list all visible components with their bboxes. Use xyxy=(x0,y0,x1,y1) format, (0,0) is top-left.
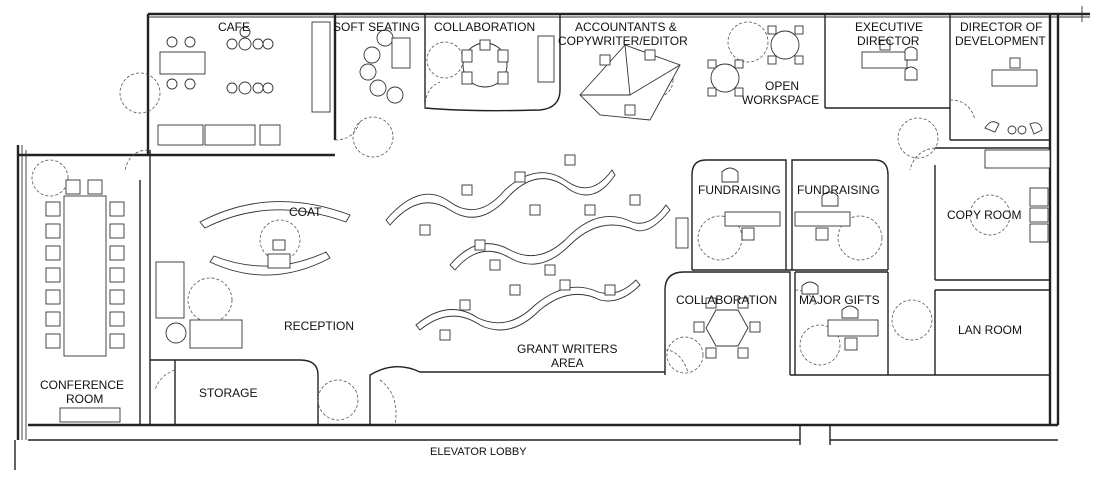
label-fundraising-2: FUNDRAISING xyxy=(797,183,880,197)
label-storage: STORAGE xyxy=(199,386,257,400)
label-executive-line1: EXECUTIVE xyxy=(855,20,923,34)
soft-seating-furniture xyxy=(359,29,411,104)
label-accountants-line2: COPYWRITER/EDITOR xyxy=(558,34,688,48)
label-grant-writers-line2: AREA xyxy=(551,356,584,370)
label-reception: RECEPTION xyxy=(284,319,354,333)
accountants-workstations xyxy=(579,44,681,121)
label-coat: COAT xyxy=(289,205,322,219)
open-workspace-furniture xyxy=(707,25,804,97)
label-open-workspace-line2: WORKSPACE xyxy=(742,93,819,107)
label-elevator-lobby: ELEVATOR LOBBY xyxy=(430,446,527,458)
grant-writers-workstations xyxy=(385,154,671,341)
fundraising-furniture xyxy=(675,167,851,249)
label-cafe: CAFE xyxy=(218,20,250,34)
executive-director-furniture xyxy=(861,39,918,81)
collaboration-top-furniture xyxy=(461,35,555,88)
collaboration-bottom-furniture xyxy=(693,297,761,359)
conference-room-furniture xyxy=(45,179,125,423)
label-conference-line1: CONFERENCE xyxy=(40,378,124,392)
label-lan-room: LAN ROOM xyxy=(958,323,1022,337)
label-director-dev-line2: DEVELOPMENT xyxy=(955,34,1046,48)
label-accountants-line1: ACCOUNTANTS & xyxy=(575,20,677,34)
label-open-workspace-line1: OPEN xyxy=(765,79,799,93)
label-executive-line2: DIRECTOR xyxy=(857,34,920,48)
label-copy-room: COPY ROOM xyxy=(947,208,1021,222)
label-director-dev-line1: DIRECTOR OF xyxy=(960,20,1042,34)
major-gifts-furniture xyxy=(801,281,879,351)
interior-walls xyxy=(139,14,1050,425)
label-fundraising-1: FUNDRAISING xyxy=(698,183,781,197)
label-collaboration-bottom: COLLABORATION xyxy=(676,293,777,307)
label-conference-line2: ROOM xyxy=(66,392,103,406)
copy-room-equipment xyxy=(984,149,1051,243)
label-collaboration-top: COLLABORATION xyxy=(434,20,535,34)
label-major-gifts: MAJOR GIFTS xyxy=(799,293,880,307)
label-grant-writers-line1: GRANT WRITERS xyxy=(517,342,617,356)
reception-furniture xyxy=(155,201,351,349)
room-labels: CAFE SOFT SEATING COLLABORATION ACCOUNTA… xyxy=(40,20,1046,458)
exterior-walls xyxy=(14,6,1090,470)
cafe-furniture xyxy=(157,21,331,146)
director-dev-furniture xyxy=(984,57,1043,135)
label-soft-seating: SOFT SEATING xyxy=(333,20,420,34)
